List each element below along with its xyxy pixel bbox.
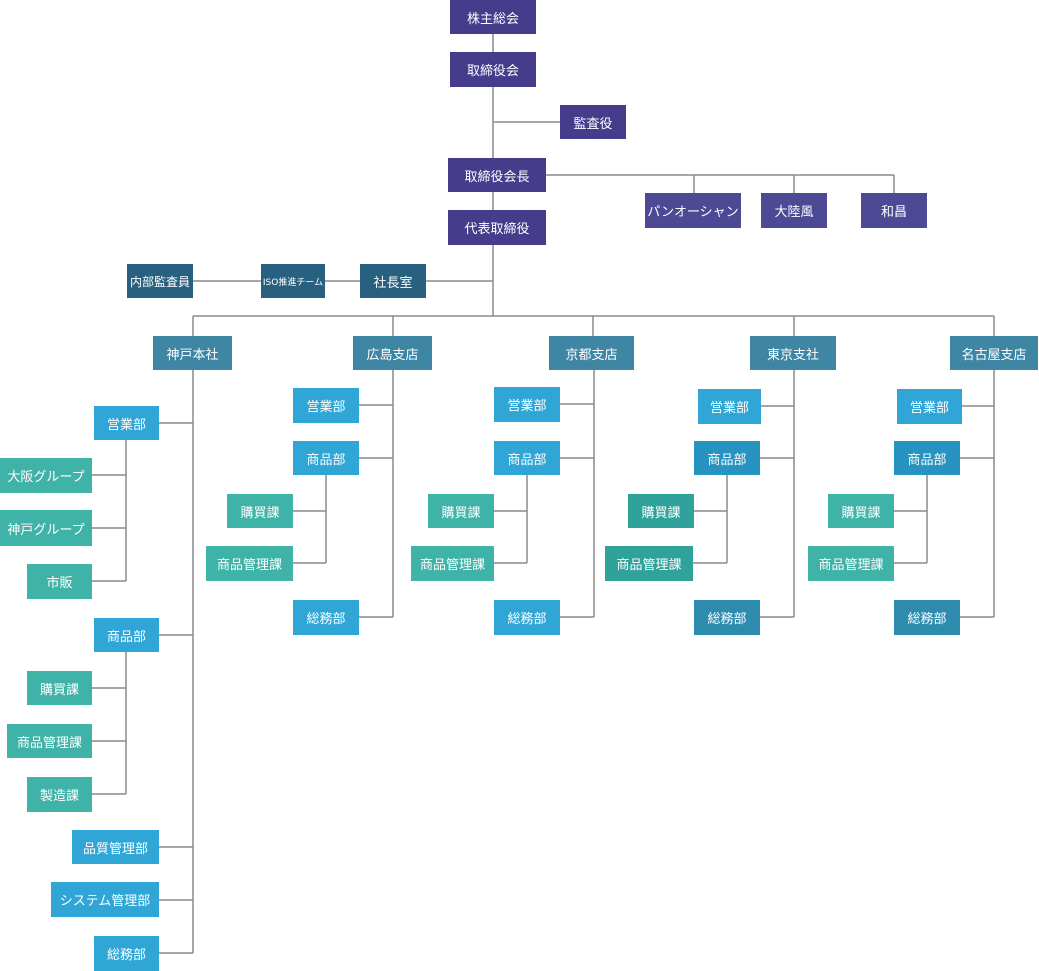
kobe-product-section-box: 購買課 <box>27 671 92 705</box>
ceo-box: 代表取締役 <box>448 210 546 245</box>
chairman-box: 取締役会長 <box>448 158 546 192</box>
kyoto-general-box: 総務部 <box>494 600 560 635</box>
branch-kobe-box: 神戸本社 <box>153 336 232 370</box>
kobe-product-section-box: 製造課 <box>27 777 92 812</box>
nagoya-general-box: 総務部 <box>894 600 960 635</box>
kobe-quality-box: 品質管理部 <box>72 830 159 864</box>
branch-kyoto-box: 京都支店 <box>549 336 634 370</box>
board-box: 取締役会 <box>450 52 536 87</box>
iso-team-box: ISO推進チーム <box>261 264 325 298</box>
president-office-box: 社長室 <box>360 264 426 298</box>
tokyo-general-box: 総務部 <box>694 600 760 635</box>
nagoya-purchasing-box: 購買課 <box>828 494 894 528</box>
hiroshima-products-box: 商品部 <box>293 441 359 475</box>
kyoto-product-mgmt-box: 商品管理課 <box>411 546 494 581</box>
nagoya-sales-box: 営業部 <box>897 389 962 424</box>
kobe-sales-group-box: 神戸グループ <box>0 510 92 546</box>
branch-tokyo-box: 東京支社 <box>750 336 836 370</box>
kyoto-purchasing-box: 購買課 <box>428 494 494 528</box>
tokyo-purchasing-box: 購買課 <box>628 494 694 528</box>
kobe-general-box: 総務部 <box>94 936 159 971</box>
kobe-system-box: システム管理部 <box>51 882 159 917</box>
tokyo-product-mgmt-box: 商品管理課 <box>605 546 693 581</box>
kobe-sales-group-box: 市販 <box>27 564 92 599</box>
hiroshima-general-box: 総務部 <box>293 600 359 635</box>
hiroshima-product-mgmt-box: 商品管理課 <box>206 546 293 581</box>
kyoto-products-box: 商品部 <box>494 441 560 475</box>
kobe-product-section-box: 商品管理課 <box>7 724 92 758</box>
internal-auditor-box: 内部監査員 <box>127 264 193 298</box>
nagoya-products-box: 商品部 <box>894 441 960 475</box>
hiroshima-purchasing-box: 購買課 <box>227 494 293 528</box>
hiroshima-sales-box: 営業部 <box>293 388 359 423</box>
affiliate-box: パンオーシャン <box>645 193 741 228</box>
nagoya-product-mgmt-box: 商品管理課 <box>808 546 894 581</box>
affiliate-box: 大陸風 <box>761 193 827 228</box>
kobe-sales-box: 営業部 <box>94 406 159 440</box>
tokyo-products-box: 商品部 <box>694 441 760 475</box>
tokyo-sales-box: 営業部 <box>698 389 761 424</box>
branch-hiroshima-box: 広島支店 <box>353 336 432 370</box>
shareholders-meeting-box: 株主総会 <box>450 0 536 34</box>
affiliate-box: 和昌 <box>861 193 927 228</box>
auditor-box: 監査役 <box>560 105 626 139</box>
kobe-products-box: 商品部 <box>94 618 159 652</box>
branch-nagoya-box: 名古屋支店 <box>950 336 1038 370</box>
kobe-sales-group-box: 大阪グループ <box>0 458 92 493</box>
kyoto-sales-box: 営業部 <box>494 387 560 422</box>
